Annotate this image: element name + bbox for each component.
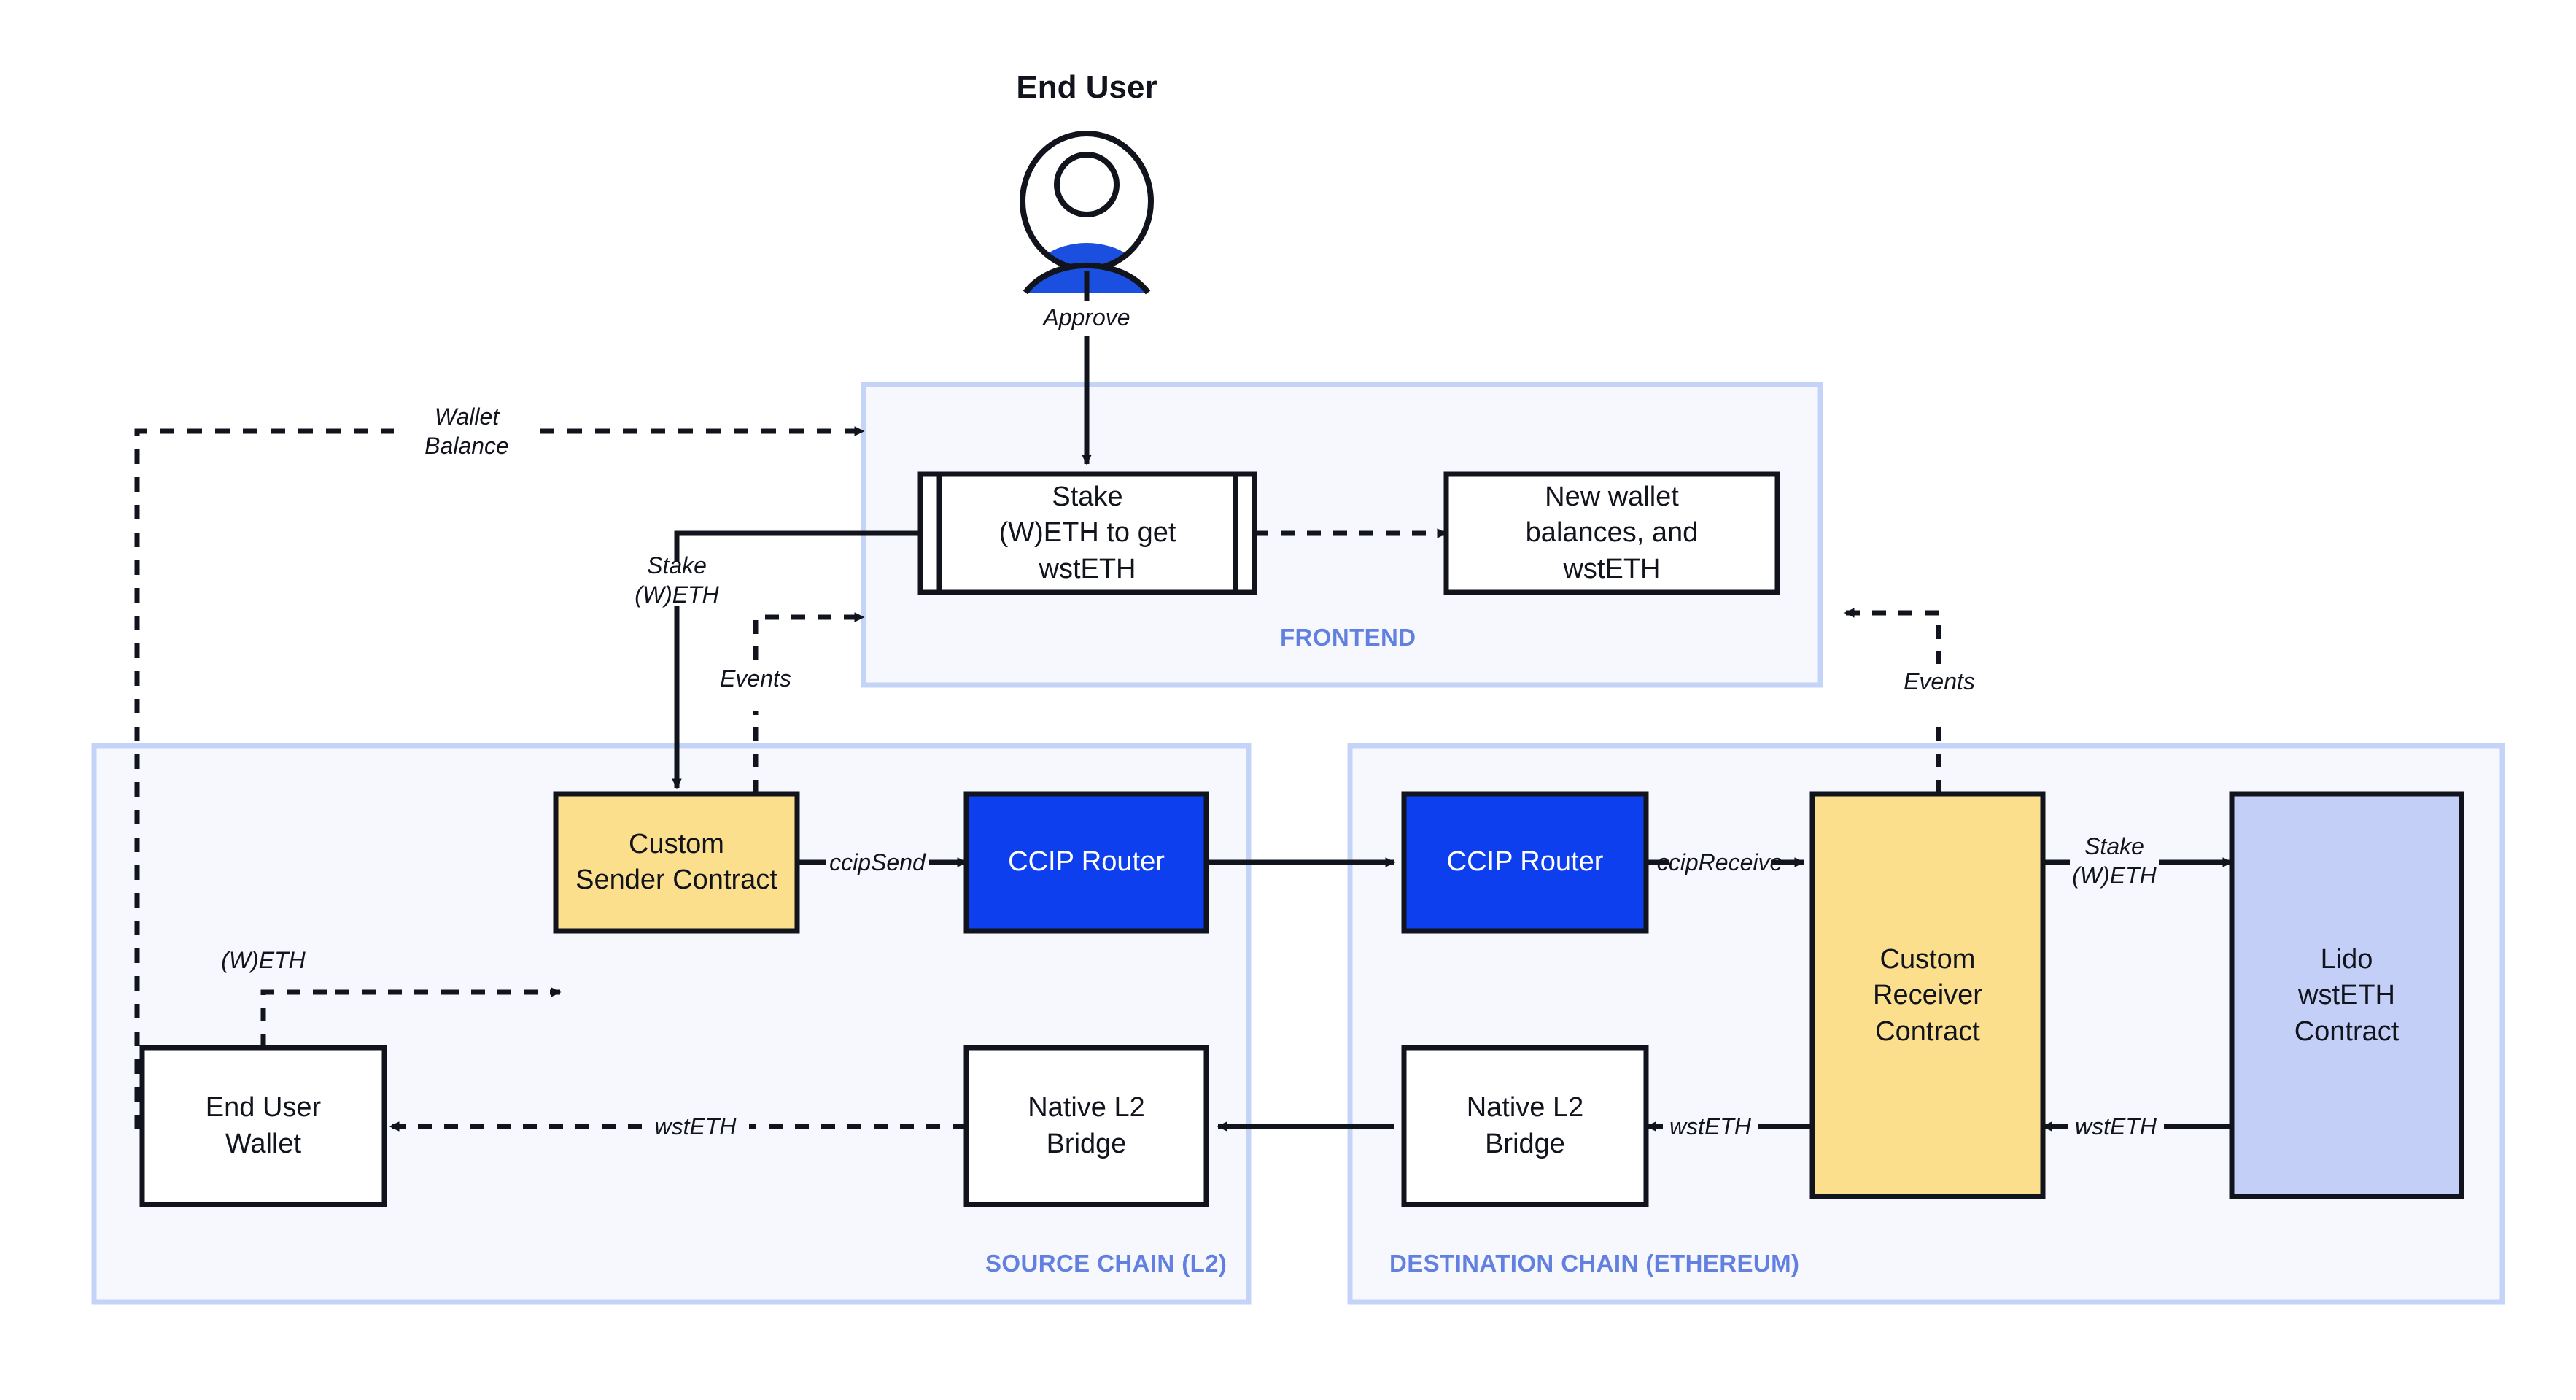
node-stake-form[interactable] [917, 471, 1257, 595]
edge-label-ccipsend: ccipSend [826, 845, 929, 880]
node-ccip-router-source[interactable] [963, 791, 1209, 934]
actor-title: End User [1016, 69, 1157, 105]
edge-label-events-source: Events [691, 661, 820, 696]
edge-label-wsteth-lido: wstETH [2068, 1109, 2164, 1144]
node-lido-contract[interactable] [2229, 791, 2464, 1199]
node-sender-contract[interactable] [553, 791, 800, 934]
group-label-source-chain: SOURCE CHAIN (L2) [985, 1250, 1227, 1277]
node-new-balances[interactable] [1443, 471, 1780, 595]
node-l2-bridge-destination[interactable] [1401, 1045, 1649, 1207]
group-label-destination-chain: DESTINATION CHAIN (ETHEREUM) [1389, 1250, 1800, 1277]
edge-events-destination [1844, 608, 1941, 794]
node-end-user-wallet[interactable] [139, 1045, 387, 1207]
node-ccip-router-destination[interactable] [1401, 791, 1649, 934]
edge-stake-weth [672, 530, 920, 789]
node-l2-bridge-source[interactable] [963, 1045, 1209, 1207]
edge-label-events-destination: Events [1874, 664, 2004, 699]
node-receiver-contract[interactable] [1809, 791, 2046, 1199]
edge-label-stake-weth-lido: Stake (W)ETH [2070, 828, 2159, 894]
edge-wallet-balance [134, 426, 865, 1129]
edge-label-wsteth-bridge: wstETH [1663, 1109, 1758, 1144]
edge-label-wsteth-wallet: wstETH [642, 1109, 749, 1144]
edge-label-stake-weth: Stake (W)ETH [604, 552, 750, 608]
edge-label-ccipreceive: ccipReceive [1657, 845, 1782, 880]
edge-weth [260, 987, 562, 1048]
edge-label-weth: (W)ETH [203, 943, 324, 978]
edge-label-wallet-balance: Wallet Balance [394, 403, 540, 459]
edge-label-approve: Approve [1014, 301, 1160, 333]
group-label-frontend: FRONTEND [1280, 624, 1416, 651]
edge-events-source [753, 612, 865, 794]
